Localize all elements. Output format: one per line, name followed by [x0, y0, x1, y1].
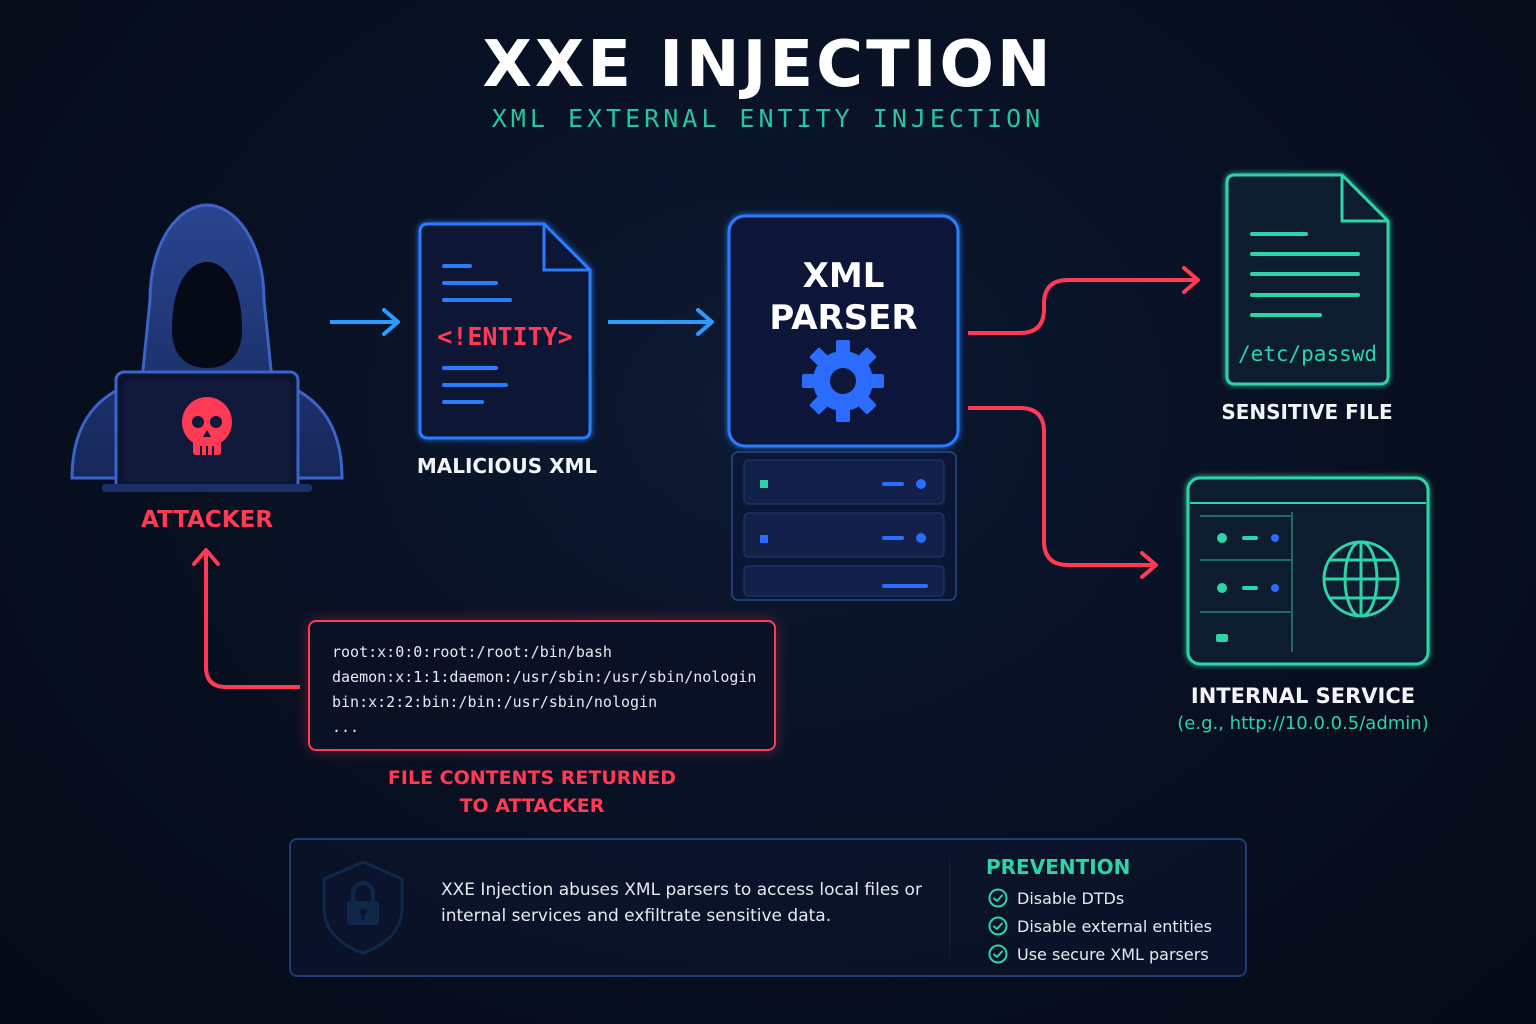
return-path-arrow — [192, 548, 1110, 689]
prevention-item-label: Disable external entities — [1017, 916, 1212, 936]
xxe-description: XXE Injection abuses XML parsers to acce… — [441, 880, 922, 926]
arrow-attacker-to-xml — [330, 308, 400, 336]
gear-icon — [802, 340, 884, 422]
skull-icon — [182, 397, 232, 455]
page-subtitle: XML EXTERNAL ENTITY INJECTION — [491, 104, 1045, 133]
malicious-xml-document-icon — [418, 222, 592, 440]
entity-tag: <!ENTITY> — [437, 322, 573, 351]
globe-icon — [1322, 540, 1400, 618]
prevention-item: Disable external entities — [988, 914, 1212, 938]
parser-title: XML PARSER — [729, 255, 958, 339]
prevention-item: Use secure XML parsers — [988, 942, 1209, 966]
sensitive-file-label: SENSITIVE FILE — [1221, 400, 1393, 424]
internal-service-icon — [1186, 476, 1430, 666]
arrow-parser-to-service — [968, 406, 1158, 579]
file-line: daemon:x:1:1:daemon:/usr/sbin:/usr/sbin/… — [332, 668, 757, 686]
prevention-item: Disable DTDs — [988, 886, 1124, 910]
returned-caption-line1: FILE CONTENTS RETURNED — [387, 767, 677, 789]
internal-service-label: INTERNAL SERVICE — [1190, 684, 1416, 708]
sensitive-file-path: /etc/passwd — [1237, 342, 1378, 366]
arrow-xml-to-parser — [608, 308, 714, 336]
file-line: root:x:0:0:root:/root:/bin/bash — [332, 643, 612, 661]
returned-caption-line2: TO ATTACKER — [459, 795, 605, 817]
returned-file-contents: root:x:0:0:root:/root:/bin/bash daemon:x… — [308, 620, 776, 751]
check-circle-icon — [988, 916, 1008, 936]
info-panel — [289, 838, 1247, 977]
page-title: XXE INJECTION — [482, 28, 1054, 102]
server-rack-icon — [731, 451, 957, 601]
returned-caption: FILE CONTENTS RETURNED TO ATTACKER — [382, 764, 682, 820]
check-circle-icon — [988, 888, 1008, 908]
sensitive-file-document-icon — [1225, 173, 1390, 386]
parser-title-line2: PARSER — [769, 298, 918, 338]
file-line: ... — [332, 718, 360, 736]
parser-title-line1: XML — [802, 256, 885, 296]
internal-service-url: (e.g., http://10.0.0.5/admin) — [1177, 713, 1429, 734]
prevention-title: PREVENTION — [986, 855, 1131, 879]
prevention-item-label: Disable DTDs — [1017, 888, 1125, 908]
check-circle-icon — [988, 944, 1008, 964]
prevention-item-label: Use secure XML parsers — [1017, 944, 1209, 964]
attacker-label: ATTACKER — [140, 507, 274, 533]
file-line: bin:x:2:2:bin:/bin:/usr/sbin/nologin — [332, 693, 658, 711]
xml-parser-box — [727, 214, 960, 448]
malicious-xml-label: MALICIOUS XML — [416, 454, 598, 478]
arrow-parser-to-file — [968, 266, 1200, 335]
